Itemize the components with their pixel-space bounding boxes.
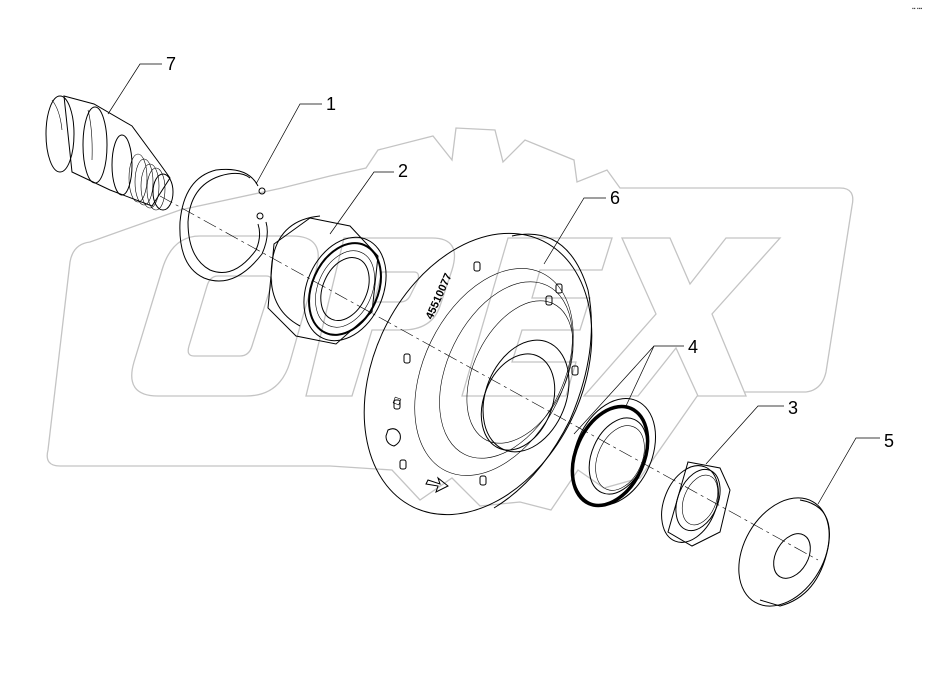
retaining-ring-part [179,168,268,282]
inner-bushing-part [661,461,731,547]
callout-number: 2 [398,161,408,181]
callout-2: 2 [329,161,408,235]
callout-7: 7 [107,54,176,115]
bearing-part [267,215,387,345]
corner-mark: ▪▪ ▪▪▪ [912,6,922,12]
callout-number: 4 [688,337,698,357]
washer-part [738,497,830,607]
assembly-axis [159,195,819,561]
shaft-part [45,95,174,211]
watermark-letter-e [461,237,613,397]
callout-number: 5 [884,431,894,451]
callout-number: 6 [610,188,620,208]
callout-1: 1 [255,94,336,185]
opex-watermark [46,127,854,511]
callout-6: 6 [543,188,620,265]
callout-number: 7 [166,54,176,74]
callout-4: 4 [573,337,698,435]
seal-part [570,398,657,508]
callout-number: 1 [326,94,336,114]
watermark-letter-x [582,237,782,397]
callout-5: 5 [817,431,894,505]
callout-number: 3 [788,398,798,418]
callout-3: 3 [705,398,798,465]
